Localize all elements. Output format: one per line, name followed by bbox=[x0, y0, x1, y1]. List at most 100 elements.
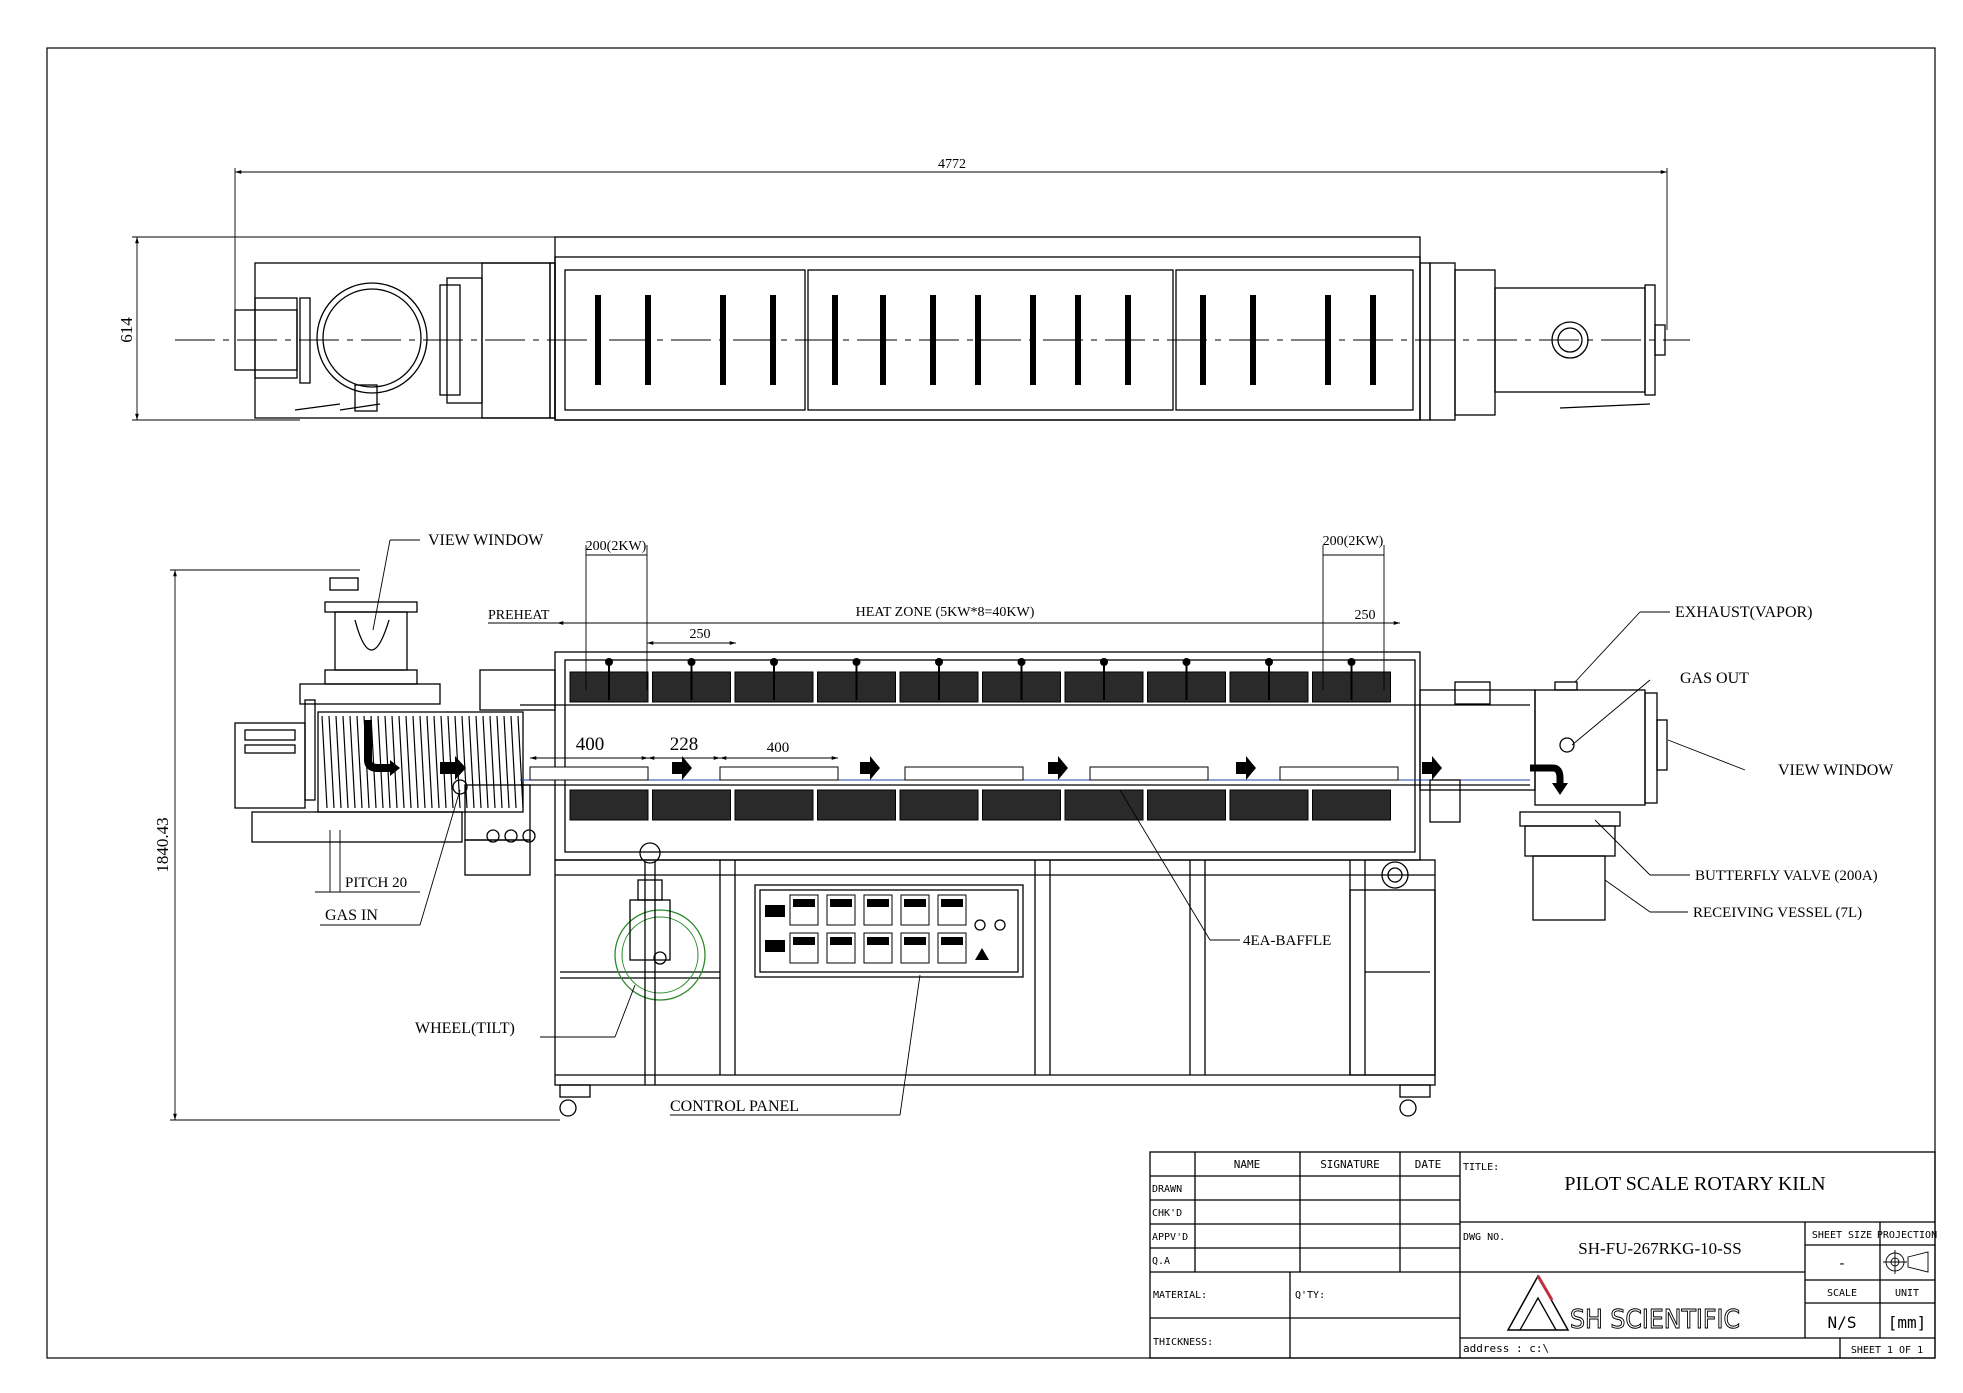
callout-wheel-tilt: WHEEL(TILT) bbox=[415, 1020, 515, 1037]
vent-slot bbox=[1325, 295, 1331, 385]
heater-bottom bbox=[817, 789, 896, 821]
meter bbox=[900, 932, 930, 964]
meter-display bbox=[941, 899, 963, 907]
coil-turn bbox=[349, 715, 356, 809]
thermocouple-head bbox=[935, 658, 943, 666]
baffle bbox=[904, 766, 1024, 781]
meter bbox=[900, 894, 930, 926]
thermocouple-head bbox=[687, 658, 696, 666]
vent-slot bbox=[1075, 295, 1081, 385]
flow-arrow-icon bbox=[1236, 756, 1256, 780]
vent-slot bbox=[1250, 295, 1256, 385]
tb-dwg-no-label: DWG NO. bbox=[1463, 1232, 1505, 1243]
meter-display bbox=[904, 899, 926, 907]
control-panel-meters bbox=[765, 894, 967, 964]
tb-material-label: MATERIAL: bbox=[1153, 1290, 1207, 1301]
vent-slot bbox=[832, 295, 838, 385]
flow-arrow-icon bbox=[1048, 756, 1068, 780]
meter bbox=[937, 932, 967, 964]
callout-exhaust: EXHAUST(VAPOR) bbox=[1675, 604, 1813, 621]
label-pitch: PITCH 20 bbox=[345, 875, 407, 891]
meter-display bbox=[941, 937, 963, 945]
flow-arrow-icon bbox=[672, 756, 692, 780]
tb-row-chkd: CHK'D bbox=[1152, 1208, 1182, 1219]
heating-coil bbox=[321, 715, 524, 809]
callouts: VIEW WINDOW GAS IN PITCH 20 WHEEL(TILT) … bbox=[315, 532, 1894, 1116]
label-preheat: PREHEAT bbox=[488, 608, 550, 623]
heater-bottom bbox=[1229, 789, 1309, 821]
coil-turn bbox=[412, 715, 419, 809]
thermocouple-head bbox=[1100, 658, 1108, 666]
vent-slot bbox=[720, 295, 726, 385]
coil-turn bbox=[356, 715, 363, 809]
coil-turn bbox=[503, 715, 510, 809]
label-heat-zone: HEAT ZONE (5KW*8=40KW) bbox=[856, 605, 1035, 620]
top-view: 4772 614 bbox=[117, 157, 1690, 421]
vent-slot bbox=[930, 295, 936, 385]
flow-arrow-icon bbox=[1422, 756, 1442, 780]
callout-baffle: 4EA-BAFFLE bbox=[1243, 933, 1331, 949]
coil-turn bbox=[482, 715, 489, 809]
tb-scale-label: SCALE bbox=[1827, 1288, 1857, 1299]
title-block: NAME SIGNATURE DATE DRAWN CHK'D APPV'D Q… bbox=[1149, 1151, 1937, 1359]
callout-gas-in: GAS IN bbox=[325, 907, 378, 924]
dim-height: 1840.43 bbox=[153, 817, 172, 872]
baffles bbox=[529, 766, 1399, 781]
dim-overall-length: 4772 bbox=[938, 157, 966, 172]
coil-turn bbox=[461, 715, 468, 809]
tb-col-signature: SIGNATURE bbox=[1320, 1158, 1380, 1171]
heater-bottom bbox=[899, 789, 979, 821]
vent-slot bbox=[975, 295, 981, 385]
tb-col-name: NAME bbox=[1234, 1158, 1261, 1171]
dim-width: 614 bbox=[117, 317, 136, 343]
heater-bottom bbox=[652, 789, 731, 821]
thermocouple-head bbox=[605, 658, 613, 666]
dim-spacing-right: 250 bbox=[1355, 608, 1376, 623]
heater-bottom bbox=[1312, 789, 1391, 821]
meter bbox=[937, 894, 967, 926]
drawing-border bbox=[46, 47, 1936, 1359]
tb-company: SH SCIENTIFIC bbox=[1570, 1305, 1740, 1335]
vent-slot bbox=[645, 295, 651, 385]
meter bbox=[826, 932, 856, 964]
coil-turn bbox=[328, 715, 335, 809]
vent-slot bbox=[1125, 295, 1131, 385]
indicator bbox=[765, 905, 785, 917]
vent-slot bbox=[1200, 295, 1206, 385]
sh-scientific-logo: SH SCIENTIFIC bbox=[1506, 1274, 1741, 1336]
meter bbox=[826, 894, 856, 926]
coil-turn bbox=[335, 715, 342, 809]
tb-thickness-label: THICKNESS: bbox=[1153, 1337, 1213, 1348]
coil-turn bbox=[321, 715, 328, 809]
tb-row-qa: Q.A bbox=[1152, 1256, 1170, 1267]
vent-slot bbox=[880, 295, 886, 385]
thermocouple-head bbox=[1182, 658, 1191, 666]
meter-display bbox=[793, 937, 815, 945]
tb-row-apprd: APPV'D bbox=[1152, 1232, 1188, 1243]
heater-bottom bbox=[1147, 789, 1226, 821]
tb-sheet-size-label: SHEET SIZE bbox=[1812, 1230, 1872, 1241]
tb-col-date: DATE bbox=[1415, 1158, 1442, 1171]
coil-turn bbox=[377, 715, 384, 809]
callout-receiving-vessel: RECEIVING VESSEL (7L) bbox=[1693, 905, 1862, 921]
tb-row-drawn: DRAWN bbox=[1152, 1184, 1182, 1195]
vent-slot bbox=[770, 295, 776, 385]
tb-dwg-no: SH-FU-267RKG-10-SS bbox=[1578, 1239, 1741, 1258]
tb-projection-label: PROJECTION bbox=[1877, 1230, 1937, 1241]
dim-baffle-2: 400 bbox=[767, 740, 790, 756]
baffle bbox=[719, 766, 839, 781]
dim-baffle-gap: 228 bbox=[670, 734, 699, 755]
front-view: 1840.43 bbox=[153, 534, 1668, 1121]
tb-scale: N/S bbox=[1828, 1313, 1857, 1332]
meter-display bbox=[867, 937, 889, 945]
coil-turn bbox=[517, 715, 524, 809]
thermocouple-head bbox=[1017, 658, 1026, 666]
thermocouple-head bbox=[1265, 658, 1273, 666]
flow-arrow-icon bbox=[860, 756, 880, 780]
coil-turn bbox=[496, 715, 503, 809]
callout-control-panel: CONTROL PANEL bbox=[670, 1098, 799, 1115]
heater-elements bbox=[569, 658, 1391, 821]
baffle bbox=[529, 766, 649, 781]
vent-slot bbox=[1030, 295, 1036, 385]
